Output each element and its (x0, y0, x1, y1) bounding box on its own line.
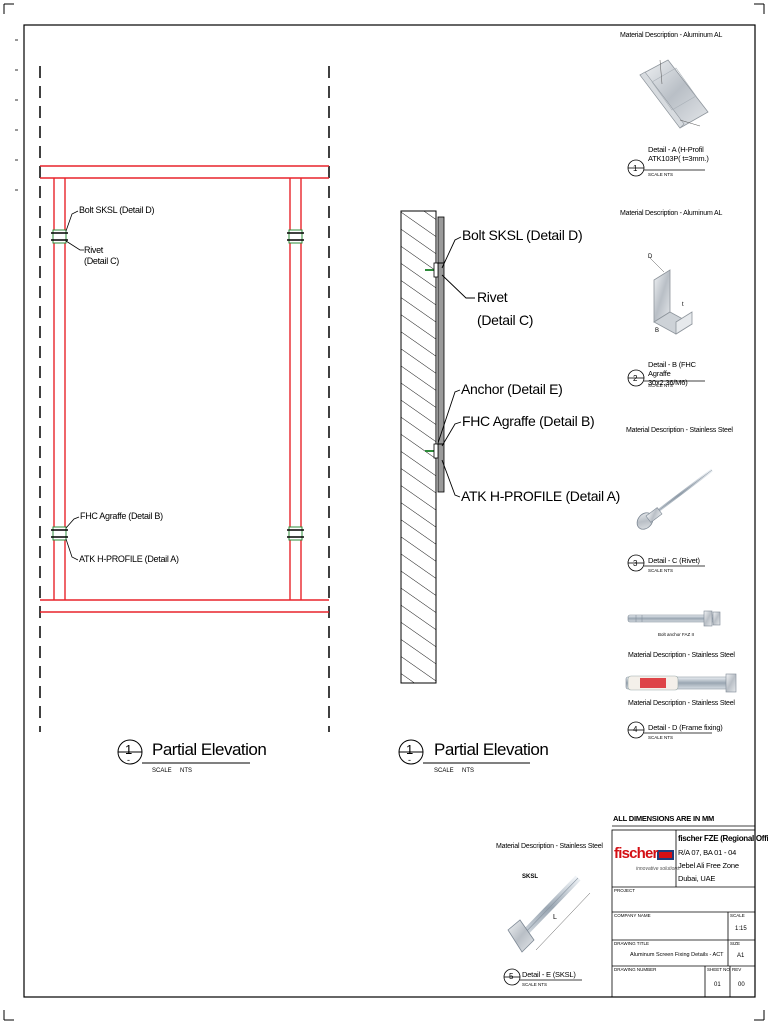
sksl-image (507, 875, 591, 953)
concrete-wall (400, 210, 437, 684)
title-tag-left (117, 739, 250, 765)
margin-ticks (15, 39, 18, 191)
right-label-anchor: Anchor (Detail E) (461, 381, 563, 397)
detail-tag-2 (627, 369, 705, 387)
detail-tag-1 (627, 159, 705, 177)
office-name: fischer FZE (Regional Office) (678, 834, 768, 843)
left-label-rivet: Rivet (Detail C) (84, 245, 120, 266)
left-label-agraffe: FHC Agraffe (Detail B) (80, 511, 163, 521)
detail-e-dim-label: L (553, 914, 557, 921)
section-leaders (437, 236, 475, 498)
detail-d-scale: SCALE NTS (648, 735, 674, 740)
anchor-top (425, 262, 444, 278)
detail-tag-3 (627, 554, 705, 572)
detail-e-number: 5 (509, 972, 514, 981)
corner-marks (3, 3, 765, 1021)
right-label-bolt: Bolt SKSL (Detail D) (462, 227, 583, 243)
sheet-no: 01 (714, 982, 721, 988)
left-scale-value: NTS (180, 768, 192, 774)
size-label: SIZE (730, 941, 741, 946)
detail-e-part-label: SKSL (522, 874, 539, 880)
detail-b-scale: SCALE NTS (648, 383, 674, 388)
dimensions-note: ALL DIMENSIONS ARE IN MM (613, 814, 715, 823)
detail-a-number: 1 (633, 164, 638, 173)
drawing-number-label: DRAWING NUMBER (614, 967, 657, 972)
detail-c-scale: SCALE NTS (648, 568, 674, 573)
right-tag-sheet: - (408, 755, 411, 765)
agraffe-image: D t B (648, 254, 693, 335)
title-block-grid (611, 825, 756, 998)
detail-b-material: Material Description - Aluminum AL (620, 210, 723, 217)
office-address-3: Dubai, UAE (678, 874, 716, 883)
left-elevation (39, 66, 330, 732)
svg-text:D: D (648, 254, 653, 260)
left-tag-sheet: - (127, 755, 130, 765)
right-tag-number: 1 (406, 742, 413, 757)
detail-a-material: Material Description - Aluminum AL (620, 32, 723, 39)
right-label-rivet-2: (Detail C) (477, 312, 534, 328)
h-profile-image (639, 59, 709, 129)
detail-d-title: Detail - D (Frame fixing) (648, 723, 723, 732)
right-scale-value: NTS (462, 768, 474, 774)
drawing-title: Aluminum Screen Fixing Details - ACT (630, 952, 724, 958)
frame-fixing-image (625, 673, 737, 693)
detail-c-number: 3 (633, 559, 638, 568)
sheet-no-label: SHEET NO (707, 967, 730, 972)
detail-e-scale: SCALE NTS (522, 982, 548, 987)
drawing-title-label: DRAWING TITLE (614, 941, 650, 946)
detail-a-scale: SCALE NTS (648, 172, 674, 177)
left-label-hprofile: ATK H-PROFILE (Detail A) (79, 554, 179, 564)
scale-label: SCALE (730, 913, 745, 918)
detail-c-material: Material Description - Stainless Steel (626, 427, 733, 434)
company-label: COMPANY NAME (614, 913, 651, 918)
detail-b-number: 2 (633, 374, 638, 383)
rev-label: REV (732, 967, 742, 972)
svg-text:B: B (655, 328, 659, 334)
detail-e-material: Material Description - Stainless Steel (496, 843, 603, 850)
detail-d-caption: Bolt anchor FAZ II (658, 632, 695, 637)
fischer-logo (614, 846, 674, 863)
left-tag-number: 1 (125, 742, 132, 757)
left-label-bolt: Bolt SKSL (Detail D) (79, 205, 155, 215)
detail-tag-4 (627, 721, 712, 739)
right-title: Partial Elevation (434, 740, 549, 759)
h-profile-frame (40, 165, 329, 613)
detail-tag-5 (503, 968, 582, 986)
detail-c-title: Detail - C (Rivet) (648, 556, 700, 565)
fixing-clips (52, 229, 303, 541)
right-scale-label: SCALE (434, 768, 454, 774)
right-section (400, 210, 475, 684)
logo-text: fischer (614, 845, 658, 862)
detail-d-material-2: Material Description - Stainless Steel (628, 700, 735, 707)
detail-d-number: 4 (633, 725, 638, 734)
sheet-border (23, 24, 756, 998)
scale-value: 1:15 (735, 926, 747, 932)
svg-text:t: t (682, 302, 684, 308)
size-value: A1 (737, 953, 745, 959)
left-title: Partial Elevation (152, 740, 267, 759)
right-label-agraffe: FHC Agraffe (Detail B) (462, 413, 595, 429)
logo-tagline: innovative solutions (636, 866, 680, 872)
detail-e-title: Detail - E (SKSL) (522, 970, 576, 979)
project-label: PROJECT (614, 888, 636, 893)
bolt-anchor-image (627, 610, 721, 627)
title-tag-right (398, 739, 530, 765)
office-address-2: Jebel Ali Free Zone (678, 861, 739, 870)
detail-b-title: Detail - B (FHC Agraffe 30x2.36/M6) (648, 360, 696, 387)
rev: 00 (738, 982, 745, 988)
clip-bars (51, 232, 304, 538)
leader-lines (65, 210, 84, 561)
screen-panel (437, 216, 445, 493)
right-label-rivet-1: Rivet (477, 289, 508, 305)
rivet-image (636, 468, 713, 530)
left-scale-label: SCALE (152, 768, 172, 774)
office-address-1: R/A 07, BA 01 - 04 (678, 848, 737, 857)
detail-a-title: Detail - A (H-Profil ATK103P( t=3mm.) (648, 145, 709, 163)
detail-d-material: Material Description - Stainless Steel (628, 652, 735, 659)
right-label-hprofile: ATK H-PROFILE (Detail A) (461, 488, 621, 504)
